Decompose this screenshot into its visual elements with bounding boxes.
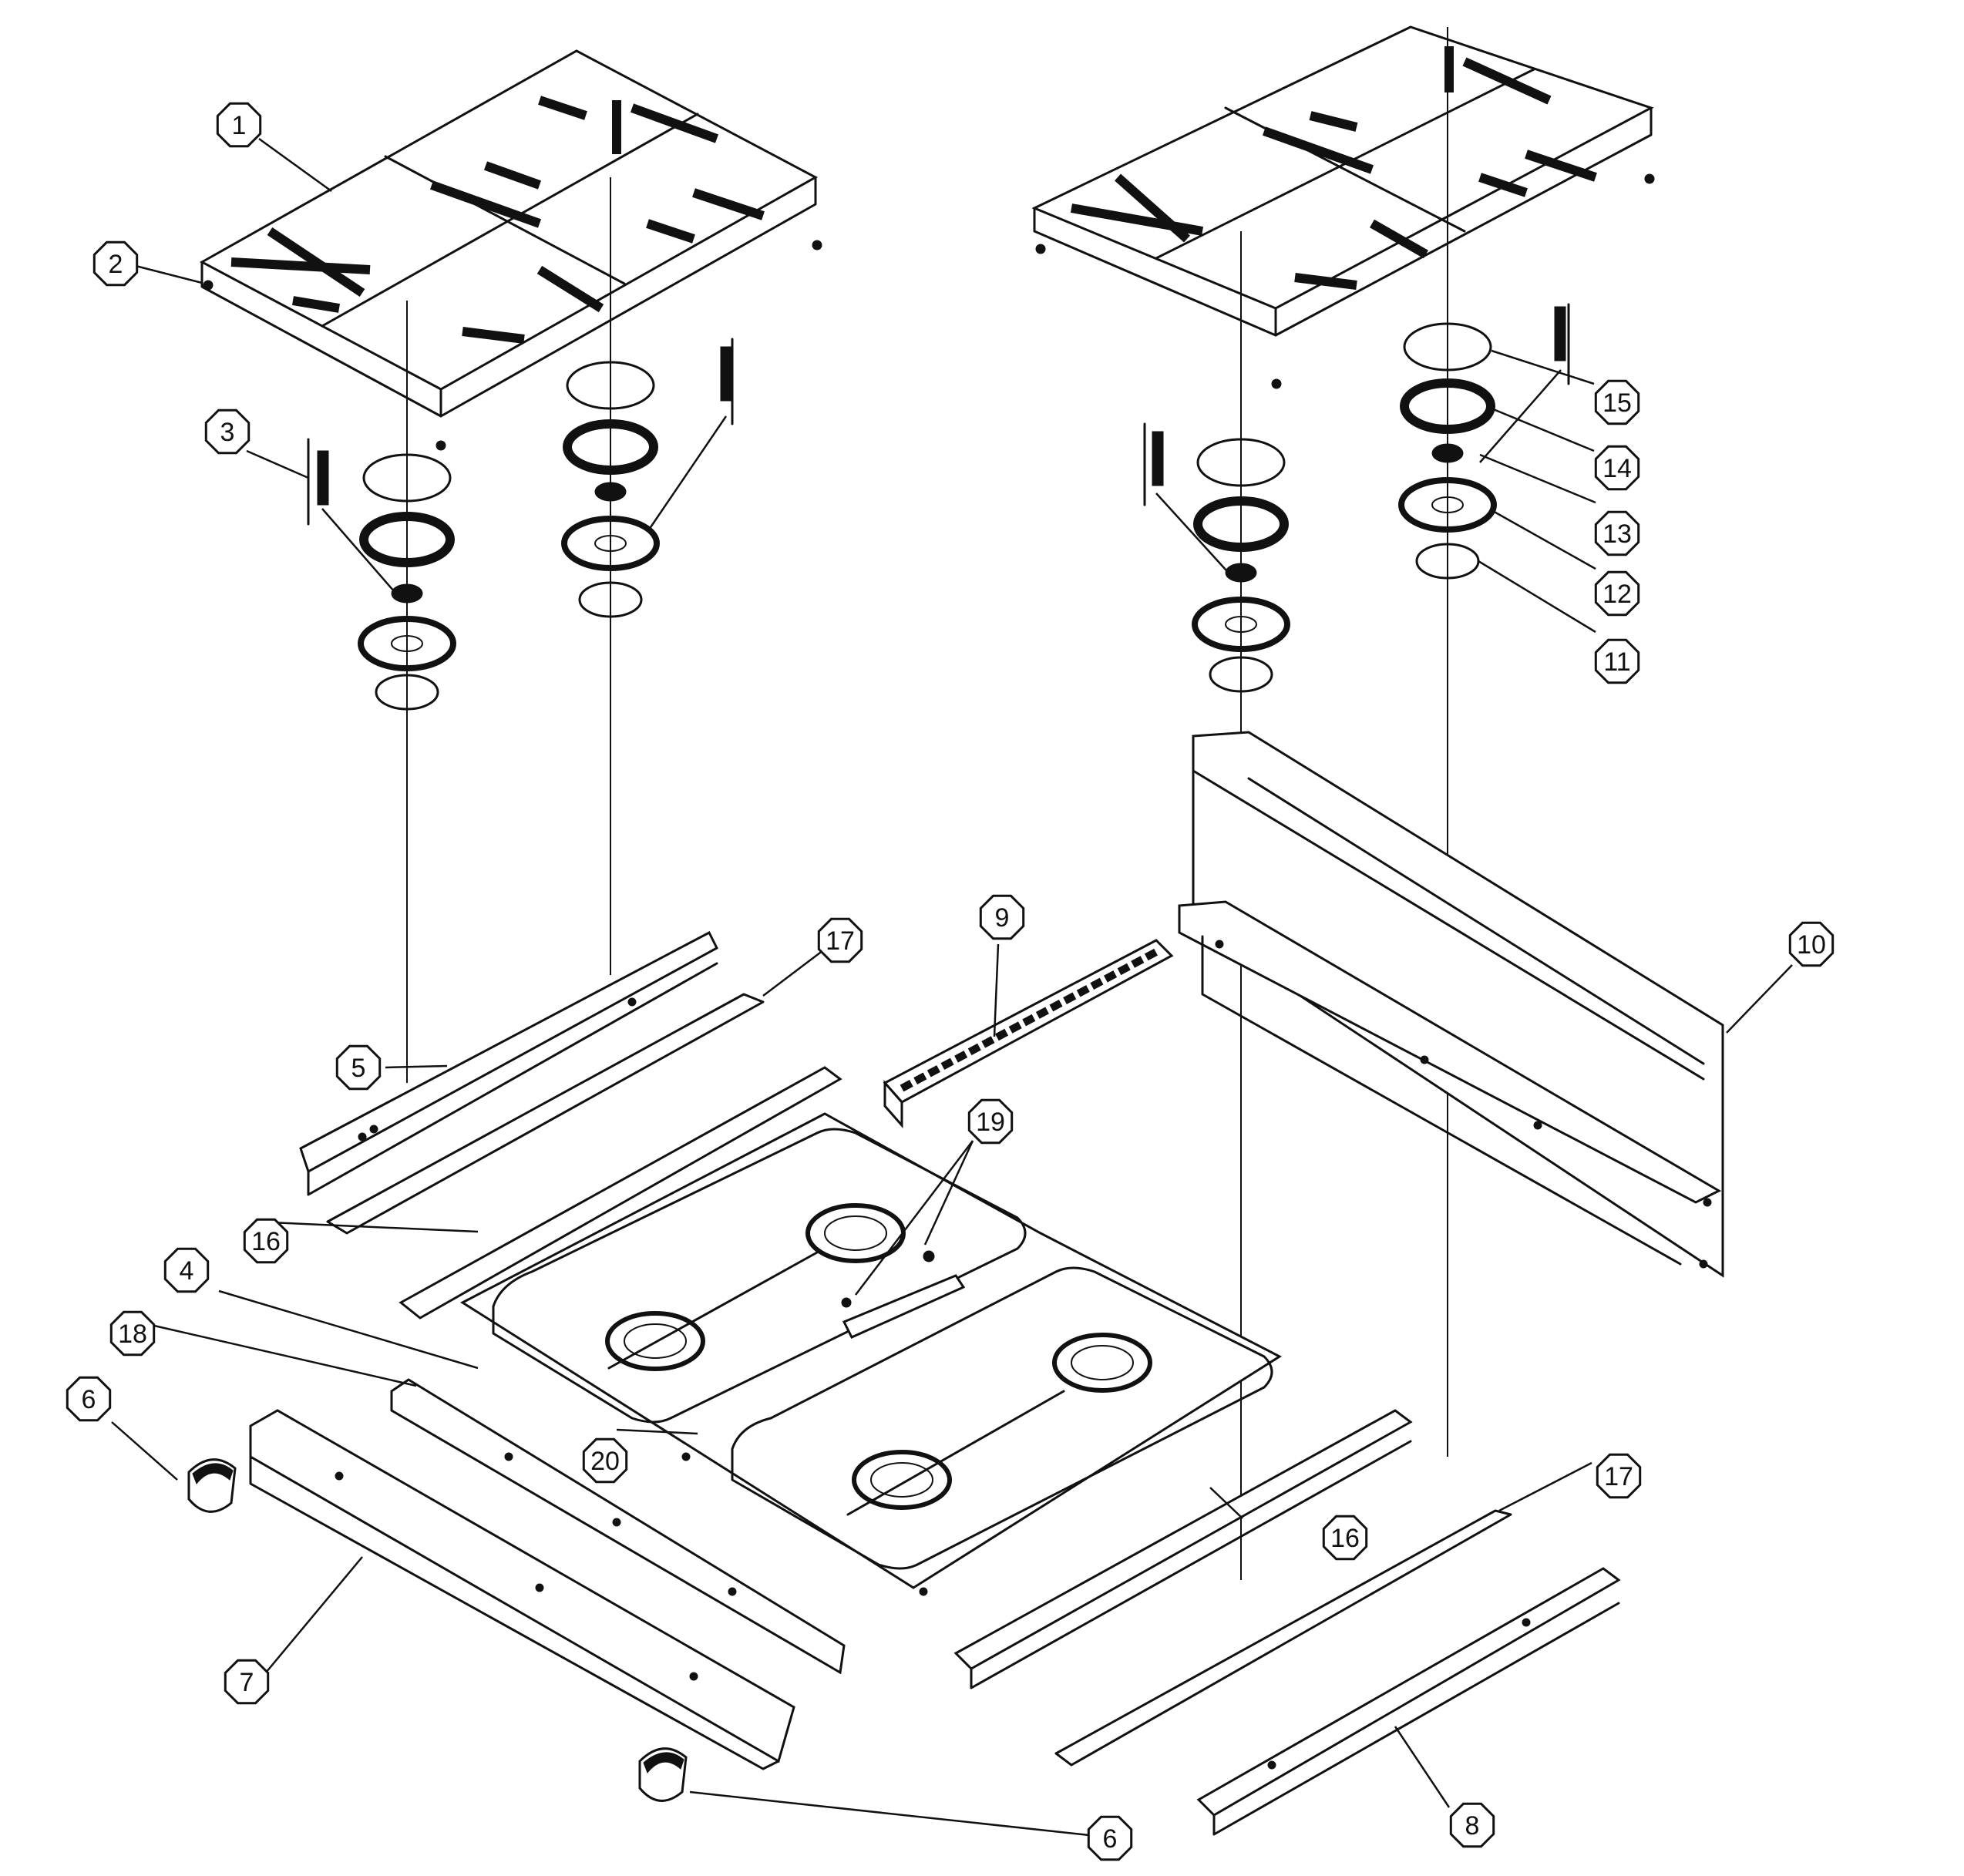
grate-foot-icon [1035, 244, 1046, 254]
back-panel [1178, 731, 1724, 1278]
rail-7 [249, 1409, 795, 1770]
callout-badge-icon [817, 917, 863, 963]
callout-badge-icon [1594, 570, 1640, 617]
callout-badge-icon [1596, 1453, 1642, 1499]
rail-18 [390, 1378, 846, 1675]
callout-5: 5 [335, 1044, 382, 1091]
callout-badge-icon [979, 894, 1025, 940]
grate-foot-icon [812, 240, 822, 250]
end-cap-right [638, 1747, 688, 1802]
callout-badge-icon [204, 408, 251, 455]
callout-number: 17 [826, 926, 855, 956]
callout-number: 17 [1604, 1462, 1633, 1491]
grate-foot-icon [1271, 378, 1282, 389]
callout-badge-icon [967, 1098, 1014, 1145]
callout-20: 20 [582, 1437, 628, 1484]
callout-12: 12 [1594, 570, 1640, 617]
callout-number: 19 [976, 1108, 1005, 1137]
callout-2: 2 [92, 240, 139, 287]
callout-16: 16 [243, 1218, 289, 1264]
callout-14: 14 [1594, 445, 1640, 491]
electrode-screw-icon [720, 338, 734, 425]
end-cap-left [187, 1458, 237, 1513]
callout-number: 5 [351, 1054, 366, 1083]
electrode-screw-icon [1143, 422, 1164, 506]
callout-number: 7 [240, 1668, 254, 1697]
callout-badge-icon [66, 1376, 112, 1422]
electrode-screw-icon [307, 438, 329, 526]
vent-trim [883, 939, 1174, 1128]
callout-badge-icon [216, 102, 262, 148]
callout-19: 19 [967, 1098, 1014, 1145]
rail-17-top [326, 993, 765, 1235]
electrode-screw-icon [1554, 303, 1570, 385]
callout-number: 16 [251, 1227, 281, 1256]
callout-17: 17 [817, 917, 863, 963]
callout-1: 1 [216, 102, 262, 148]
callout-badge-icon [1594, 510, 1640, 556]
callout-badge-icon [335, 1044, 382, 1091]
callout-3: 3 [204, 408, 251, 455]
callout-number: 1 [232, 111, 247, 140]
callout-number: 16 [1330, 1524, 1360, 1553]
callout-badge-icon [1087, 1815, 1133, 1861]
callout-17: 17 [1596, 1453, 1642, 1499]
callout-16: 16 [1322, 1515, 1368, 1561]
rail-5 [299, 930, 718, 1196]
grate-foot-icon [436, 440, 446, 451]
callout-number: 6 [82, 1385, 96, 1414]
callout-number: 3 [220, 418, 235, 447]
callout-18: 18 [109, 1310, 156, 1357]
callout-badge-icon [1788, 921, 1835, 967]
callout-number: 13 [1602, 519, 1632, 549]
right-grate [1031, 25, 1655, 389]
callout-badge-icon [92, 240, 139, 287]
callout-11: 11 [1594, 638, 1640, 684]
grate-foot-icon [203, 280, 214, 291]
callout-number: 8 [1465, 1811, 1480, 1841]
burner-pan [459, 1112, 1283, 1596]
grate-foot-icon [1644, 173, 1655, 184]
callout-number: 15 [1602, 388, 1632, 418]
callout-badge-icon [1449, 1802, 1495, 1848]
callout-number: 14 [1602, 454, 1632, 483]
callout-15: 15 [1594, 379, 1640, 425]
left-grate [199, 49, 822, 451]
callout-4: 4 [163, 1247, 210, 1293]
callout-number: 20 [590, 1447, 620, 1476]
callout-13: 13 [1594, 510, 1640, 556]
callout-badge-icon [163, 1247, 210, 1293]
rail-17-bottom [1054, 1509, 1512, 1767]
callout-8: 8 [1449, 1802, 1495, 1848]
callout-7: 7 [224, 1659, 270, 1705]
callout-number: 18 [118, 1320, 147, 1349]
callout-10: 10 [1788, 921, 1835, 967]
callout-number: 4 [180, 1256, 194, 1286]
callout-number: 10 [1797, 930, 1826, 960]
callout-9: 9 [979, 894, 1025, 940]
callout-badge-icon [1594, 379, 1640, 425]
callout-badge-icon [1594, 445, 1640, 491]
callout-number: 6 [1103, 1824, 1118, 1854]
callout-number: 2 [109, 250, 123, 279]
callout-badge-icon [224, 1659, 270, 1705]
callout-badge-icon [582, 1437, 628, 1484]
callout-badge-icon [1322, 1515, 1368, 1561]
callout-badge-icon [1594, 638, 1640, 684]
callout-number: 12 [1602, 580, 1632, 609]
rail-16-top [399, 1066, 842, 1320]
callout-6: 6 [1087, 1815, 1133, 1861]
rail-8 [1196, 1567, 1621, 1836]
callout-number: 11 [1603, 647, 1630, 677]
callout-badge-icon [243, 1218, 289, 1264]
callout-6: 6 [66, 1376, 112, 1422]
callout-number: 9 [995, 903, 1010, 933]
rail-16-bottom [953, 1409, 1413, 1689]
callout-badge-icon [109, 1310, 156, 1357]
